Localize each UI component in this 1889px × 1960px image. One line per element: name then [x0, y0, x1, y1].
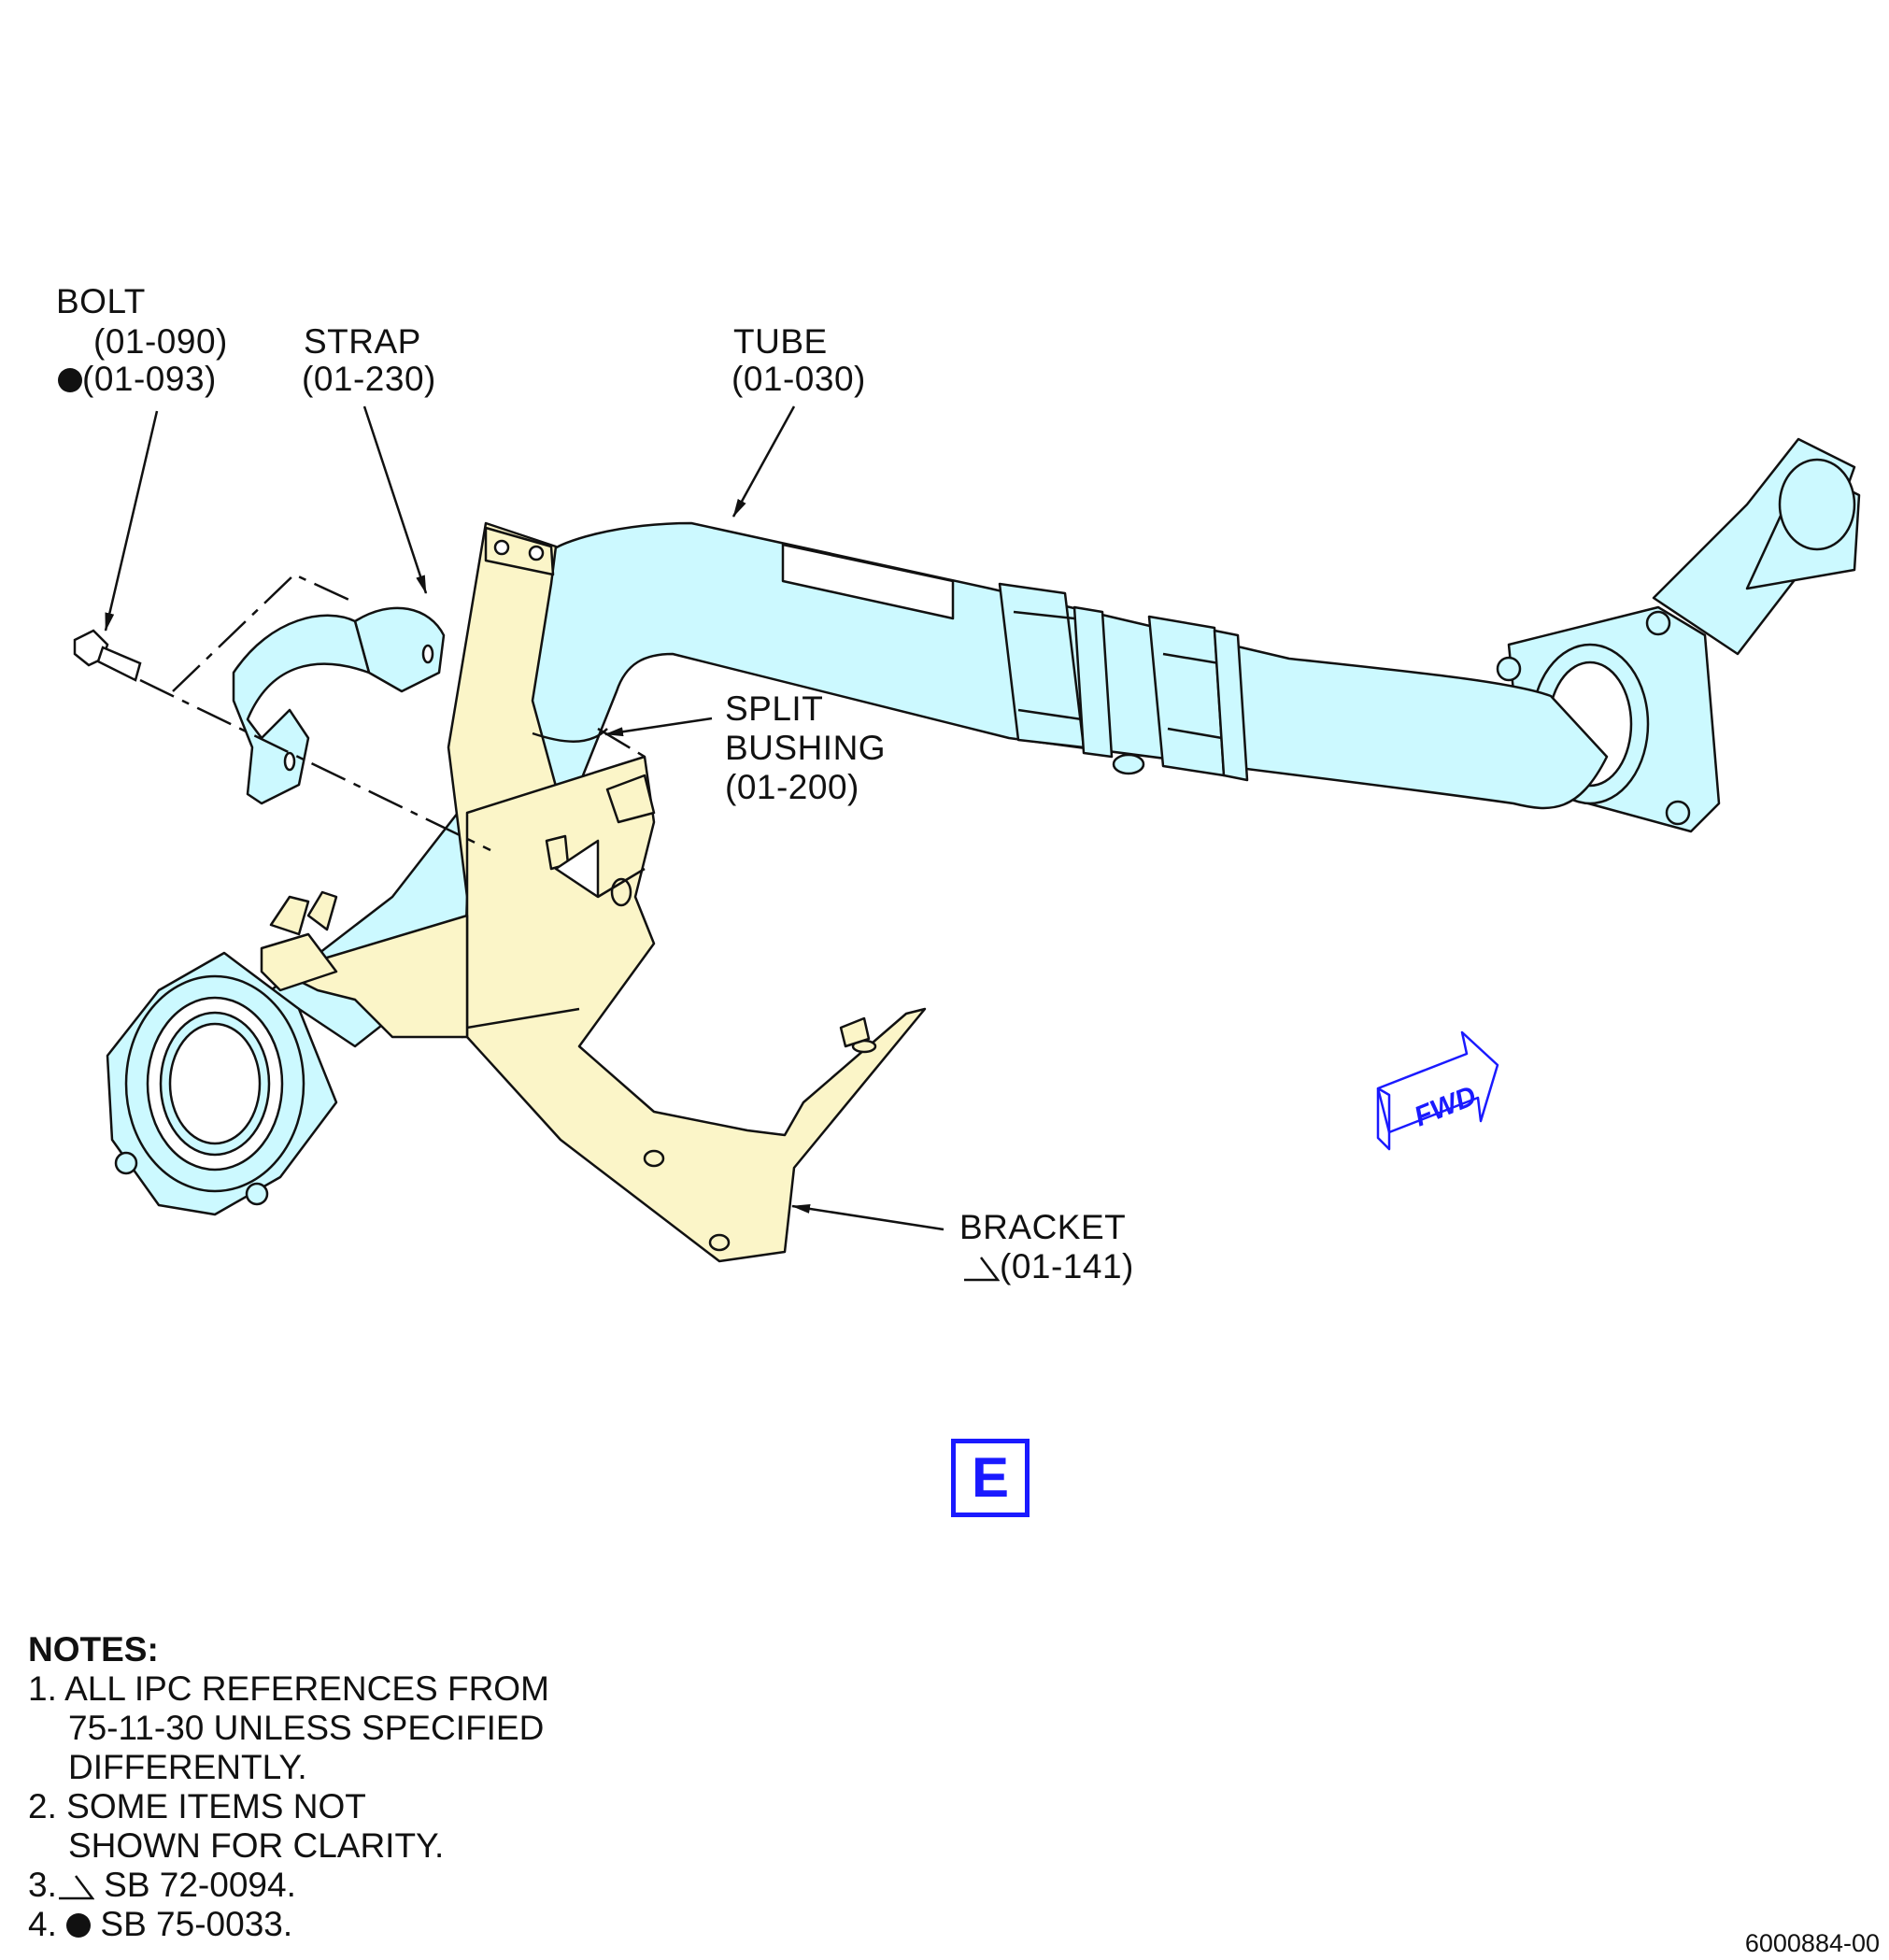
- note-4-num: 4.: [28, 1905, 57, 1943]
- notes-heading: NOTES:: [28, 1630, 159, 1669]
- split-bushing-label-1: SPLIT: [725, 689, 824, 728]
- tube-ref: (01-030): [731, 360, 866, 398]
- note-1-num: 1.: [28, 1669, 57, 1708]
- bolt-ref-1: (01-090): [93, 322, 228, 361]
- bracket-label: BRACKET: [959, 1208, 1127, 1246]
- note-4: 4. SB 75-0033.: [28, 1905, 549, 1944]
- note-1-line-2: 75-11-30 UNLESS SPECIFIED: [68, 1709, 545, 1747]
- notes-block: NOTES: 1. ALL IPC REFERENCES FROM 75-11-…: [28, 1630, 549, 1944]
- note-1-line-1: ALL IPC REFERENCES FROM: [64, 1669, 549, 1708]
- split-bushing-part: [532, 728, 608, 743]
- dot-symbol-icon: [58, 368, 82, 392]
- strap-part: [232, 606, 446, 805]
- view-label: E: [951, 1439, 1030, 1517]
- leader-lines: [104, 405, 944, 1231]
- dot-symbol-icon: [66, 1913, 92, 1938]
- note-2-line-1: SOME ITEMS NOT: [66, 1787, 366, 1825]
- bolt-ref-2: (01-093): [58, 360, 217, 399]
- note-1-line-3: DIFFERENTLY.: [68, 1748, 307, 1786]
- split-bushing-label-2: BUSHING: [725, 729, 887, 767]
- bracket-ref-text: (01-141): [1000, 1247, 1134, 1285]
- strap-label: STRAP: [304, 322, 421, 361]
- note-4-text: SB 75-0033.: [100, 1905, 293, 1943]
- tube-part: [106, 437, 1861, 1216]
- bolt-ref-2-text: (01-093): [82, 360, 217, 398]
- bracket-part: [260, 521, 927, 1263]
- note-3: 3. SB 72-0094.: [28, 1866, 549, 1905]
- bracket-ref: (01-141): [962, 1247, 1134, 1286]
- triangle-symbol-icon: [964, 1257, 1000, 1282]
- figure-number: 6000884-00: [1744, 1929, 1880, 1957]
- tube-label: TUBE: [733, 322, 828, 361]
- bolt-part: [73, 629, 142, 682]
- note-3-num: 3.: [28, 1866, 57, 1904]
- triangle-symbol-icon: [58, 1875, 94, 1900]
- note-2-line-2: SHOWN FOR CLARITY.: [68, 1826, 445, 1865]
- bolt-label: BOLT: [56, 282, 146, 320]
- note-1: 1. ALL IPC REFERENCES FROM: [28, 1669, 549, 1709]
- note-2-num: 2.: [28, 1787, 57, 1825]
- note-3-text: SB 72-0094.: [104, 1866, 296, 1904]
- split-bushing-ref: (01-200): [725, 768, 859, 806]
- strap-ref: (01-230): [302, 360, 436, 398]
- fwd-arrow: FWD: [1376, 1030, 1499, 1151]
- note-2: 2. SOME ITEMS NOT: [28, 1787, 549, 1826]
